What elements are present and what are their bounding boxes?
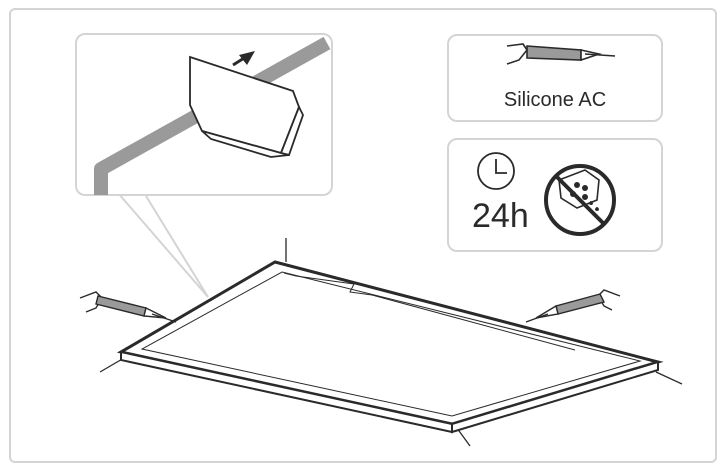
arrow-icon <box>232 51 255 67</box>
silicone-label: Silicone AC <box>503 89 607 111</box>
applicator-tool <box>189 55 304 158</box>
no-shower-icon <box>544 164 616 236</box>
curing-panel: 24h <box>447 138 663 252</box>
silicone-panel: Silicone AC <box>447 34 663 122</box>
callout-leader-line <box>145 195 209 298</box>
callout-leader-line <box>117 192 209 298</box>
shower-tray <box>116 260 664 434</box>
curing-time-label: 24h <box>472 197 529 235</box>
curing-icons <box>477 152 616 236</box>
clock-icon <box>477 152 515 190</box>
caulking-gun-left-icon <box>79 291 177 323</box>
caulking-gun-right-icon <box>525 289 621 323</box>
sealing-detail-illustration <box>94 36 331 195</box>
sealing-detail-panel <box>75 33 333 196</box>
caulking-gun-icon <box>506 43 616 65</box>
